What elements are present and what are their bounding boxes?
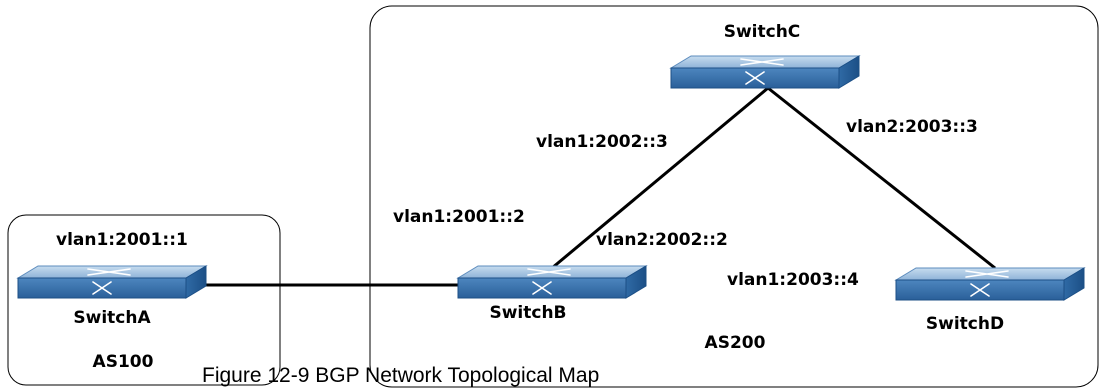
network-switch-icon: [456, 265, 648, 299]
switchB-vlan1-label: vlan1:2001::2: [393, 207, 525, 227]
switchA-label: SwitchA: [73, 308, 151, 328]
as100-label: AS100: [93, 352, 154, 372]
figure-caption: Figure 12-9 BGP Network Topological Map: [202, 364, 599, 387]
switchB-vlan2-label: vlan2:2002::2: [596, 230, 728, 250]
switchD-node[interactable]: [894, 267, 1086, 301]
network-switch-icon: [16, 265, 208, 299]
switchC-label: SwitchC: [724, 22, 801, 42]
switchC-node[interactable]: [669, 55, 861, 89]
switchD-label: SwitchD: [926, 314, 1004, 334]
switchD-vlan1-label: vlan1:2003::4: [727, 270, 859, 290]
link-switchC-switchD: [767, 86, 996, 270]
switchC-vlan1-label: vlan1:2002::3: [536, 132, 668, 152]
switchC-vlan2-label: vlan2:2003::3: [846, 117, 978, 137]
switchA-vlan1-label: vlan1:2001::1: [56, 230, 188, 250]
network-switch-icon: [669, 55, 861, 89]
network-switch-icon: [894, 267, 1086, 301]
switchA-node[interactable]: [16, 265, 208, 299]
as200-label: AS200: [705, 333, 766, 353]
link-switchB-switchC: [551, 86, 769, 270]
switchB-node[interactable]: [456, 265, 648, 299]
as200-boundary: [369, 5, 1099, 388]
switchB-label: SwitchB: [489, 303, 566, 323]
as100-boundary: [7, 214, 281, 386]
